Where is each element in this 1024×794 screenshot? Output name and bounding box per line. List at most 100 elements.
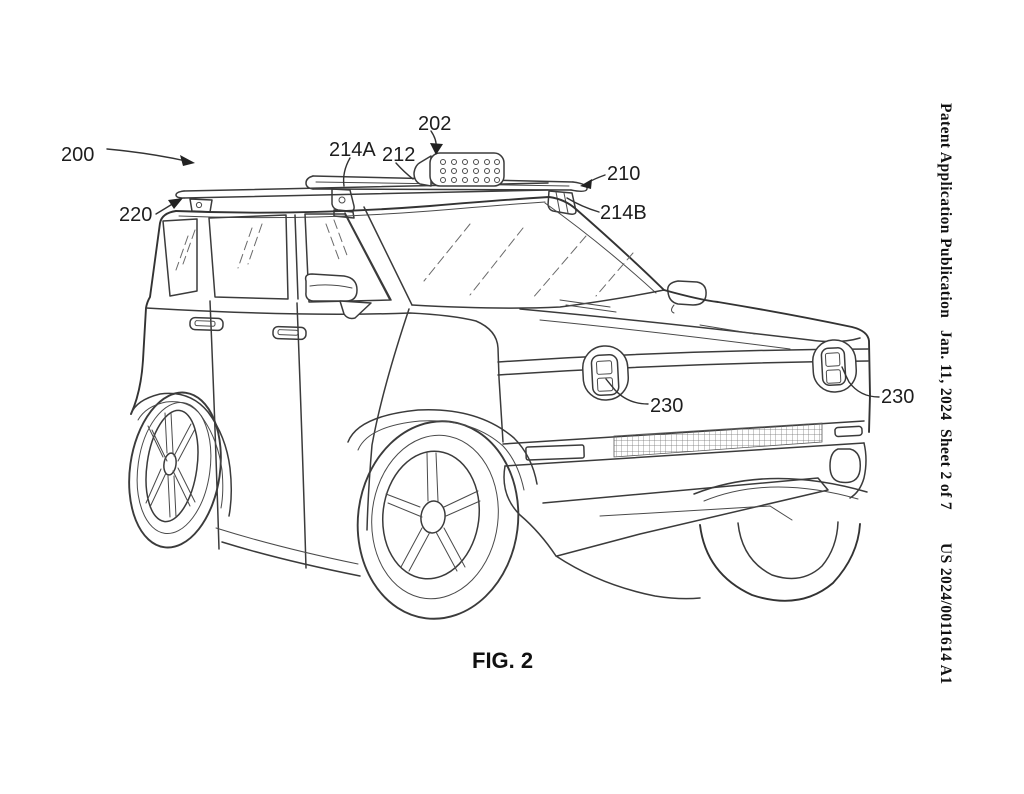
sensor-side-wedge	[413, 155, 432, 187]
front-wheel	[356, 420, 520, 620]
roof-rail-left	[175, 182, 549, 213]
sensor-cell-bottom	[596, 377, 614, 392]
headlight-right	[811, 339, 858, 393]
a-pillar-far-inner	[544, 202, 657, 294]
leader-212	[395, 162, 414, 180]
header-publication-title: Patent Application Publication	[937, 103, 954, 319]
sensor-ring	[820, 347, 847, 386]
sensor-cell-top	[595, 360, 613, 375]
leader-200	[106, 148, 195, 166]
front-fascia	[497, 339, 869, 602]
b-pillar	[294, 214, 299, 300]
rack-mount-214b	[547, 190, 577, 215]
mount-hole	[338, 196, 346, 204]
handle-slot	[277, 329, 299, 336]
tire-sidewall	[371, 434, 499, 600]
rail-foot-hole	[195, 201, 203, 209]
rear-edge	[130, 210, 177, 415]
glass-reflection	[175, 229, 196, 271]
roofline	[175, 196, 550, 214]
arrowhead	[580, 179, 592, 189]
fender-lip-outer	[693, 477, 868, 495]
ref-label-230-right: 230	[881, 386, 914, 408]
rear-wheel	[128, 391, 222, 549]
beltline-shoulder	[145, 307, 504, 443]
ref-label-214b: 214B	[600, 202, 647, 224]
glass-reflection	[423, 223, 634, 300]
arrowhead	[168, 198, 183, 209]
ref-label-214a: 214A	[329, 139, 376, 161]
leader-214a	[342, 157, 351, 187]
rear-door-window	[208, 214, 289, 300]
rear-fender-flare	[130, 392, 233, 517]
reference-labels: 200 220 214A 212 202 210 214B 230 230	[61, 113, 914, 417]
windshield	[423, 223, 634, 300]
handle-slot	[194, 320, 216, 327]
leader-220	[155, 198, 183, 215]
glass-reflection	[237, 223, 263, 269]
roof-rack	[175, 152, 588, 219]
ref-label-210: 210	[607, 163, 640, 185]
mount-body	[547, 190, 577, 215]
right-mirror	[666, 280, 707, 314]
tire-arc-outer	[699, 523, 861, 602]
hub	[420, 500, 446, 534]
rim	[145, 409, 199, 523]
handle-outline	[189, 316, 224, 332]
sensor-cell-top	[824, 352, 841, 367]
hub	[163, 452, 177, 476]
cowl-line	[411, 289, 665, 309]
sensor-cell-bottom	[825, 369, 842, 384]
glass-outline	[208, 214, 289, 300]
fender-lip-inner	[703, 486, 859, 502]
glass-reflection	[325, 219, 349, 263]
mirror-stem	[671, 304, 675, 314]
hood-reflections	[559, 299, 756, 335]
bumper-chin-left	[503, 465, 557, 557]
crossbar-left-cap	[305, 175, 314, 190]
mirror-body	[304, 273, 358, 302]
header-date-sheet: Jan. 11, 2024 Sheet 2 of 7	[937, 330, 954, 511]
flare-outer	[130, 392, 233, 517]
door-handle-front	[272, 325, 307, 341]
skid-plate-outline	[542, 477, 829, 557]
tire-outer	[356, 420, 520, 620]
sensor-module-202	[413, 152, 505, 187]
door-bottom-line	[215, 527, 359, 565]
headlight-outer	[581, 345, 630, 401]
flare-inner	[137, 401, 224, 509]
header-publication-number: US 2024/0011614 A1	[937, 543, 954, 685]
right-slot	[834, 425, 863, 438]
hood-contour-2	[539, 319, 791, 350]
arrowhead	[430, 143, 443, 155]
flare-inner	[357, 420, 525, 491]
air-curtain-vent	[829, 448, 862, 484]
hood-front-outline	[663, 289, 871, 433]
mirror-mount	[339, 300, 372, 320]
mount-body	[331, 188, 355, 212]
door-handle-rear	[189, 316, 224, 332]
ref-label-202: 202	[418, 113, 451, 135]
door-seam-mid	[296, 302, 307, 569]
spokes	[385, 452, 481, 572]
arrowhead	[180, 155, 195, 166]
door-seam-front	[366, 308, 410, 531]
rail-foot-bracket	[189, 198, 213, 213]
leader-202	[430, 130, 443, 155]
rail-end-cap	[175, 190, 185, 199]
ref-label-220: 220	[119, 204, 152, 226]
crosshatch-grille	[613, 422, 823, 458]
skid-plate-inner	[599, 505, 793, 521]
rim	[381, 450, 481, 580]
a-pillar-far	[548, 196, 665, 291]
front-right-wheel	[693, 477, 868, 602]
leader-lines	[106, 130, 880, 405]
glass-outline	[162, 218, 198, 297]
bumper-plate	[525, 444, 585, 461]
leader-214b	[566, 197, 600, 213]
leader-210	[580, 174, 606, 189]
ref-label-230-left: 230	[650, 395, 683, 417]
figure-caption: FIG. 2	[472, 648, 533, 673]
ref-label-212: 212	[382, 144, 415, 166]
glass-outline	[304, 213, 391, 303]
